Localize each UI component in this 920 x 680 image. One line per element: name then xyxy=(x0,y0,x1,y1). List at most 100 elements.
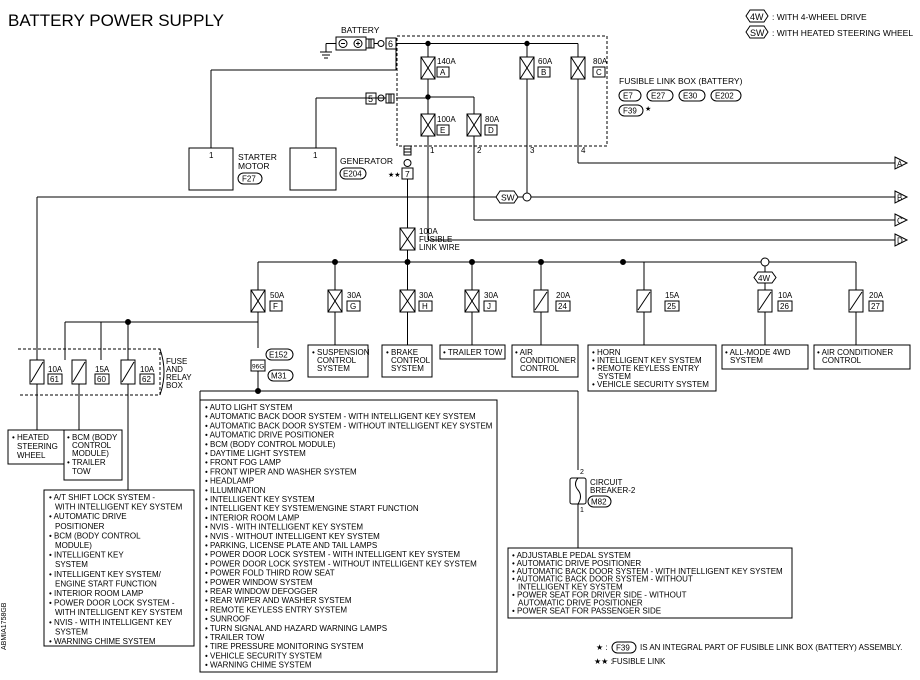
svg-text:• INTELLIGENT KEY SYSTEM: • INTELLIGENT KEY SYSTEM xyxy=(592,356,702,365)
load-box-trailer: • TRAILER TOW xyxy=(439,344,506,360)
fuse-H-id: H xyxy=(422,302,428,311)
svg-text:CONTROL: CONTROL xyxy=(391,356,431,365)
fuse-D-id: D xyxy=(488,126,494,135)
list-item: • INTELLIGENT KEY SYSTEM/ENGINE START FU… xyxy=(205,504,419,513)
fuse-G-id: G xyxy=(350,302,356,311)
arrow-C xyxy=(894,213,909,227)
svg-text:MODULE): MODULE) xyxy=(72,449,109,458)
starter-motor: 1 STARTER MOTOR F27 xyxy=(188,147,277,191)
fuse-26-id: 26 xyxy=(780,302,789,311)
list-item: SYSTEM xyxy=(55,627,88,636)
list-item: POSITIONER xyxy=(55,522,105,531)
svg-text:CIRCUIT: CIRCUIT xyxy=(590,478,623,487)
svg-text:★ :: ★ : xyxy=(596,643,608,652)
battery: BATTERY 6 xyxy=(320,25,397,59)
fuse-25-amp: 15A xyxy=(665,291,680,300)
list-item: • DAYTIME LIGHT SYSTEM xyxy=(205,449,306,458)
terminal-5-label: 5 xyxy=(368,94,373,104)
generator-pin: 1 xyxy=(313,151,318,160)
row-fuses: 50A F 30A G 30A H 30A J 20A 24 15A 25 10… xyxy=(250,289,884,313)
4w-tag-text: 4W xyxy=(758,274,770,283)
list-item: • REAR WINDOW DEFOGGER xyxy=(205,587,318,596)
fuse-D-amp: 80A xyxy=(485,115,500,124)
list-item: • INTELLIGENT KEY SYSTEM/ xyxy=(49,570,162,579)
sw-tag-text: SW xyxy=(501,193,515,203)
connector-F39: F39 xyxy=(623,107,637,116)
list-item: • INTELLIGENT KEY xyxy=(49,551,124,560)
load-box-brake: • BRAKE CONTROL SYSTEM xyxy=(381,344,433,378)
list-item: • POWER SEAT FOR PASSENGER SIDE xyxy=(512,606,661,615)
list-item: • WARNING CHIME SYSTEM xyxy=(205,661,312,670)
list-item: • A/T SHIFT LOCK SYSTEM - xyxy=(49,493,155,502)
terminal-ring-icon xyxy=(377,40,385,47)
load-box-heated: • HEATED STEERING WHEEL xyxy=(7,429,65,465)
svg-text:10A: 10A xyxy=(48,365,63,374)
fuse-H-amp: 30A xyxy=(419,291,434,300)
list-item: INTELLIGENT KEY SYSTEM xyxy=(518,583,623,592)
distribution-bus: 4W xyxy=(257,257,857,290)
svg-text:TOW: TOW xyxy=(72,467,91,476)
battery-minus-icon xyxy=(338,39,348,48)
connector-96G: 96G xyxy=(252,364,264,371)
circuit-breaker-icon xyxy=(569,477,587,505)
svg-text:• TRAILER TOW: • TRAILER TOW xyxy=(443,348,503,357)
svg-text:15A: 15A xyxy=(95,365,110,374)
svg-text:SYSTEM: SYSTEM xyxy=(391,364,424,373)
svg-text:10A: 10A xyxy=(140,365,155,374)
legend: 4W : WITH 4-WHEEL DRIVE SW : WITH HEATED… xyxy=(745,9,913,39)
fuse-26-amp: 10A xyxy=(778,291,793,300)
arrow-D xyxy=(894,233,909,247)
load-box-atshift xyxy=(43,489,195,647)
list-item: MODULE) xyxy=(55,541,92,550)
svg-text:CONTROL: CONTROL xyxy=(822,356,862,365)
svg-text:CONTROL: CONTROL xyxy=(520,364,560,373)
arrow-C-label: C xyxy=(897,217,903,226)
load-feeds xyxy=(64,312,857,360)
svg-text:• VEHICLE SECURITY SYSTEM: • VEHICLE SECURITY SYSTEM xyxy=(592,380,709,389)
list-item: • FRONT FOG LAMP xyxy=(205,458,281,467)
fusible-link-bus xyxy=(210,40,579,220)
svg-text:• TRAILER: • TRAILER xyxy=(67,458,106,467)
list-item: • AUTOMATIC BACK DOOR SYSTEM - WITHOUT I… xyxy=(205,421,493,430)
load-box-aircon-2: • AIR CONDITIONER CONTROL xyxy=(813,344,911,370)
svg-text:• ALL-MODE 4WD: • ALL-MODE 4WD xyxy=(725,348,791,357)
output-pin-4: 4 xyxy=(581,146,586,155)
list-item: ENGINE START FUNCTION xyxy=(55,579,157,588)
svg-text:• AIR: • AIR xyxy=(515,348,533,357)
connector-E204: E204 xyxy=(343,170,362,179)
side-code: ABMIA1758GB xyxy=(1,602,8,650)
legend-4w-tag-text: 4W xyxy=(750,12,764,22)
fusible-link-wire-connector: 7 ★★ 100A FUSIBLE LINK WIRE xyxy=(388,145,460,262)
circuit-breaker: 2 CIRCUIT BREAKER-2 M82 1 xyxy=(569,469,636,548)
svg-text:IS AN INTEGRAL PART OF FUSIBLE: IS AN INTEGRAL PART OF FUSIBLE LINK BOX … xyxy=(640,643,902,652)
terminal-6-label: 6 xyxy=(388,39,393,49)
list-item: • SUNROOF xyxy=(205,615,250,624)
connector-M31: M31 xyxy=(271,372,287,381)
fuse-D xyxy=(466,113,482,137)
starter-label-1: STARTER xyxy=(238,152,277,162)
fuse-F-id: F xyxy=(273,302,278,311)
fuse-J-amp: 30A xyxy=(484,291,499,300)
starter-pin: 1 xyxy=(209,151,214,160)
list-item: • INTERIOR ROOM LAMP xyxy=(49,589,143,598)
atshift-lines: • A/T SHIFT LOCK SYSTEM - WITH INTELLIGEN… xyxy=(49,493,183,646)
svg-text:CONTROL: CONTROL xyxy=(72,441,112,450)
svg-text:BREAKER-2: BREAKER-2 xyxy=(590,486,636,495)
list-item: • TRAILER TOW xyxy=(205,633,265,642)
connector-E152: E152 xyxy=(269,351,288,360)
load-box-big xyxy=(199,391,498,673)
connector-F27: F27 xyxy=(242,175,256,184)
fuse-E-amp: 100A xyxy=(437,115,456,124)
list-item: • AUTOMATIC BACK DOOR SYSTEM - WITH INTE… xyxy=(205,412,476,421)
fuse-25-id: 25 xyxy=(667,302,676,311)
load-box-bcm: • BCM (BODY CONTROL MODULE) • TRAILER TO… xyxy=(63,429,123,481)
fuse-G-amp: 30A xyxy=(347,291,362,300)
battery-plus-icon xyxy=(353,39,363,48)
double-star-marker: ★★ xyxy=(388,171,401,179)
output-arrows: A B SW C D xyxy=(37,156,909,247)
fusible-link-box-title: FUSIBLE LINK BOX (BATTERY) xyxy=(619,76,743,86)
list-item: WITH INTELLIGENT KEY SYSTEM xyxy=(55,608,183,617)
svg-text:62: 62 xyxy=(142,375,151,384)
